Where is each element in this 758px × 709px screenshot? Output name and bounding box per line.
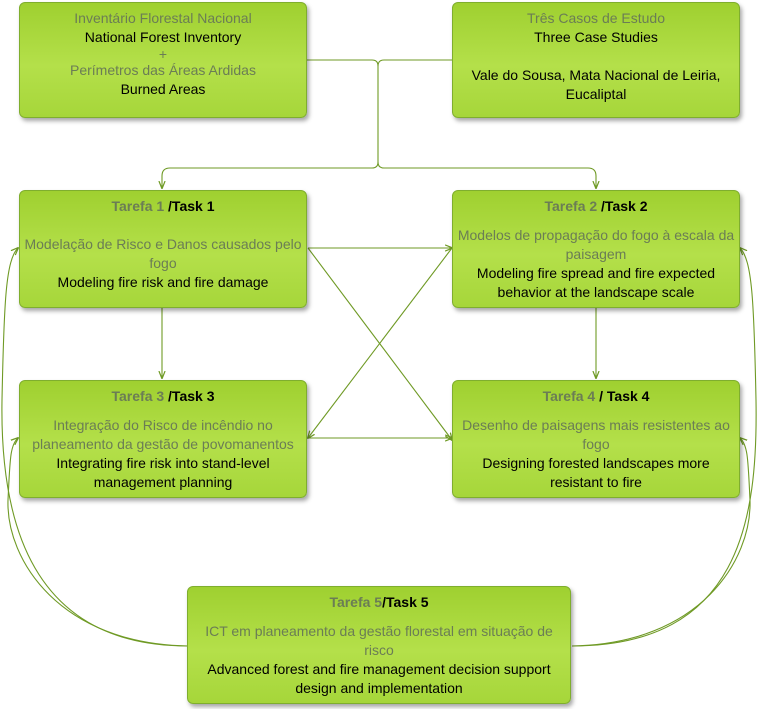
task2-box: Tarefa 2 /Task 2 Modelos de propagação d… (452, 190, 740, 308)
connector-task5-to-task4 (571, 438, 751, 647)
task2-en: Modeling fire spread and fire expected b… (476, 265, 716, 300)
task3-box: Tarefa 3 /Task 3 Integração do Risco de … (19, 380, 307, 498)
connector-task2-to-task3 (308, 247, 453, 438)
task3-spacer (24, 406, 302, 416)
task1-box: Tarefa 1 /Task 1 Modelação de Risco e Da… (19, 190, 307, 308)
task2-title-en: /Task 2 (601, 198, 648, 214)
inventory-pt-line1: Inventário Florestal Nacional (74, 10, 252, 26)
task1-spacer (24, 216, 302, 235)
task4-title-pt: Tarefa 4 (542, 388, 600, 404)
inventory-en-line1: National Forest Inventory (84, 29, 242, 45)
task5-en: Advanced forest and fire management deci… (207, 661, 551, 696)
task4-spacer (457, 406, 735, 416)
connector-task1-to-task4 (307, 247, 452, 440)
task3-title: Tarefa 3 /Task 3 (24, 387, 302, 406)
case-studies-box: Três Casos de Estudo Three Case Studies … (452, 2, 740, 118)
connector-task5-to-task2 (571, 248, 757, 647)
task5-title: Tarefa 5/Task 5 (192, 593, 566, 612)
connector-merge-to-task1 (162, 167, 372, 188)
case-studies-spacer (457, 47, 735, 66)
task5-box: Tarefa 5/Task 5 ICT em planeamento da ge… (187, 586, 571, 704)
case-studies-pt: Três Casos de Estudo (527, 10, 665, 26)
inventory-box: Inventário Florestal Nacional National F… (19, 2, 307, 118)
connector-task5-to-task3 (7, 438, 189, 647)
connector-merge-join (377, 161, 385, 169)
inventory-en-line2: Burned Areas (120, 81, 206, 97)
task2-spacer (457, 216, 735, 226)
task4-box: Tarefa 4 / Task 4 Desenho de paisagens m… (452, 380, 740, 498)
inventory-pt-line2: Perímetros das Áreas Ardidas (70, 62, 256, 78)
task1-title: Tarefa 1 /Task 1 (24, 197, 302, 216)
task5-title-en: /Task 5 (382, 594, 429, 610)
task1-title-en: /Task 1 (168, 198, 215, 214)
task3-title-en: /Task 3 (168, 388, 215, 404)
inventory-plus: + (158, 46, 168, 62)
task1-title-pt: Tarefa 1 (111, 198, 169, 214)
task5-title-pt: Tarefa 5 (329, 594, 383, 610)
task4-title: Tarefa 4 / Task 4 (457, 387, 735, 406)
connector-task5-to-task1 (1, 248, 189, 647)
task4-title-en: / Task 4 (599, 388, 650, 404)
case-studies-sites: Vale do Sousa, Mata Nacional de Leiria, … (471, 67, 721, 102)
connector-merge-to-task2 (384, 167, 596, 188)
task4-en: Designing forested landscapes more resis… (482, 455, 710, 490)
task2-title: Tarefa 2 /Task 2 (457, 197, 735, 216)
task3-en: Integrating fire risk into stand-level m… (56, 455, 270, 490)
connector-inventory-to-merge (306, 59, 379, 169)
task2-title-pt: Tarefa 2 (544, 198, 602, 214)
task3-pt: Integração do Risco de incêndio no plane… (32, 417, 294, 452)
task3-title-pt: Tarefa 3 (111, 388, 169, 404)
case-studies-en: Three Case Studies (534, 29, 658, 45)
task1-pt: Modelação de Risco e Danos causados pelo… (24, 236, 302, 271)
task5-spacer (192, 612, 566, 622)
task5-pt: ICT em planeamento da gestão florestal e… (205, 623, 553, 658)
task4-pt: Desenho de paisagens mais resistentes ao… (462, 417, 730, 452)
task1-en: Modeling fire risk and fire damage (57, 274, 269, 290)
task2-pt: Modelos de propagação do fogo à escala d… (457, 227, 735, 262)
connector-cases-to-merge (377, 59, 452, 67)
